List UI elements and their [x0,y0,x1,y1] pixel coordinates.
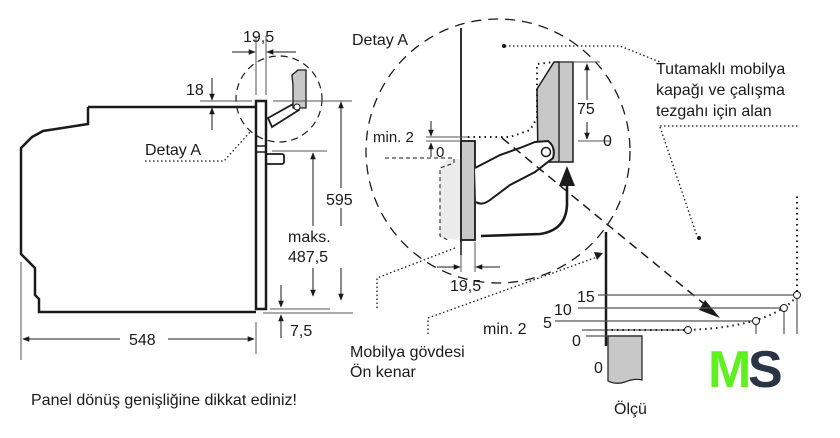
ms-logo: M S [708,341,783,399]
scale-0-panel: 0 [594,360,603,377]
warning-text: Panel dönüş genişliğine dikkat ediniz! [31,392,297,409]
mini-hinge [266,101,301,129]
oven-handle [265,153,285,165]
hinge-arm [474,139,555,205]
dim-19-5-top: 19,5 [243,29,274,46]
dim-487-5: 487,5 [288,249,328,266]
motion-arrow [480,185,569,238]
detail-a-circle-large [365,18,631,284]
scale-min2: min. 2 [483,321,527,338]
area-note: Tutamaklı mobilya kapağı ve çalışma tezg… [656,61,798,240]
area-note-line-2: kapağı ve çalışma [656,82,785,99]
dim-19-5-detail: 19,5 [450,278,481,295]
maks-label: maks. [288,229,331,246]
detail-door-panel [460,140,476,241]
scale-5: 5 [543,315,552,332]
dim-7-5: 7,5 [290,323,312,340]
scale-10: 10 [554,302,572,319]
detail-a-label-left: Detay A [145,142,201,159]
logo-m: M [708,341,751,399]
dim-18: 18 [186,82,204,99]
detail-a-title: Detay A [352,32,408,49]
dim-0-detail-left: 0 [436,144,444,161]
dim-595: 595 [326,192,353,209]
area-note-line-1: Tutamaklı mobilya [656,61,785,78]
cabinet-front-line-2: Ön kenar [350,363,416,381]
cabinet-front-note: Mobilya gövdesi Ön kenar [350,247,603,381]
dim-min2-detail: min. 2 [373,129,414,146]
detail-a-circle-small [235,55,323,143]
dim-75: 75 [577,101,595,118]
area-note-line-3: tezgahı için alan [656,103,772,120]
logo-s: S [748,341,783,399]
dim-0-detail-right: 0 [603,133,612,150]
panel-piece [607,335,643,384]
dim-548: 548 [129,332,156,349]
detail-a-view: Detay A 75 0 [352,18,720,318]
oven-side-view: Detay A 19,5 18 595 maks. 487,5 7,5 [19,29,358,360]
oven-body-outline [19,107,256,314]
cabinet-front-line-1: Mobilya gövdesi [350,344,465,361]
scale-0: 0 [572,333,581,350]
scale-15: 15 [577,289,595,306]
offset-scale: 15 10 5 min. 2 0 0 Ölçü [483,196,801,418]
oven-door [254,99,268,311]
olcu-label: Ölçü [614,400,647,418]
